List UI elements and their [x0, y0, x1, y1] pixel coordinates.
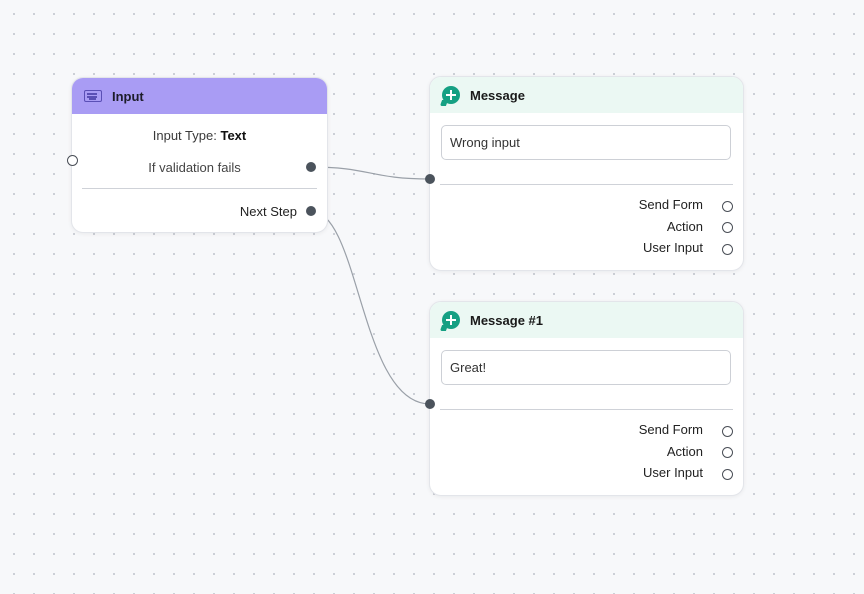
input-node[interactable]: Input Input Type: Text If validation fai…	[67, 77, 328, 233]
keyboard-icon	[84, 90, 102, 102]
input-target-handle[interactable]	[67, 155, 78, 166]
edge-validation-to-message[interactable]	[310, 166, 431, 180]
send-form-handle[interactable]	[722, 426, 733, 437]
option-user-input: User Input	[643, 240, 703, 255]
input-node-header[interactable]: Input	[72, 78, 327, 114]
action-handle[interactable]	[722, 222, 733, 233]
message-node-divider	[440, 184, 733, 185]
option-send-form: Send Form	[638, 422, 703, 437]
input-type-value: Text	[220, 128, 247, 143]
message-node-title: Message	[470, 87, 525, 103]
message-plus-icon	[439, 86, 460, 106]
edge-next-step-to-message-1[interactable]	[310, 210, 431, 405]
message-plus-icon	[439, 311, 460, 331]
message-node-header[interactable]: Message #1	[430, 302, 743, 338]
option-send-form: Send Form	[638, 197, 703, 212]
send-form-handle[interactable]	[722, 201, 733, 212]
message-node-1[interactable]: Message #1 Great! Send Form Action User …	[425, 301, 744, 496]
message-target-handle[interactable]	[425, 174, 435, 184]
action-handle[interactable]	[722, 447, 733, 458]
validation-fails-label: If validation fails	[148, 160, 241, 175]
next-step-label: Next Step	[239, 204, 297, 219]
message-node-header[interactable]: Message	[430, 77, 743, 113]
option-user-input: User Input	[643, 465, 703, 480]
option-action: Action	[666, 219, 703, 234]
next-step-handle[interactable]	[306, 206, 316, 216]
message-node-title: Message #1	[470, 312, 543, 328]
message-node-divider	[440, 409, 733, 410]
input-node-divider	[82, 188, 317, 189]
message-text-input[interactable]: Great!	[441, 350, 731, 385]
message-node[interactable]: Message Wrong input Send Form Action Use…	[425, 76, 744, 271]
input-type-label: Input Type:	[152, 128, 217, 143]
message-text-input[interactable]: Wrong input	[441, 125, 731, 160]
option-action: Action	[666, 444, 703, 459]
input-node-title: Input	[112, 88, 144, 104]
user-input-handle[interactable]	[722, 244, 733, 255]
validation-fails-handle[interactable]	[306, 162, 316, 172]
message-target-handle[interactable]	[425, 399, 435, 409]
user-input-handle[interactable]	[722, 469, 733, 480]
input-type-row: Input Type: Text	[72, 128, 327, 143]
